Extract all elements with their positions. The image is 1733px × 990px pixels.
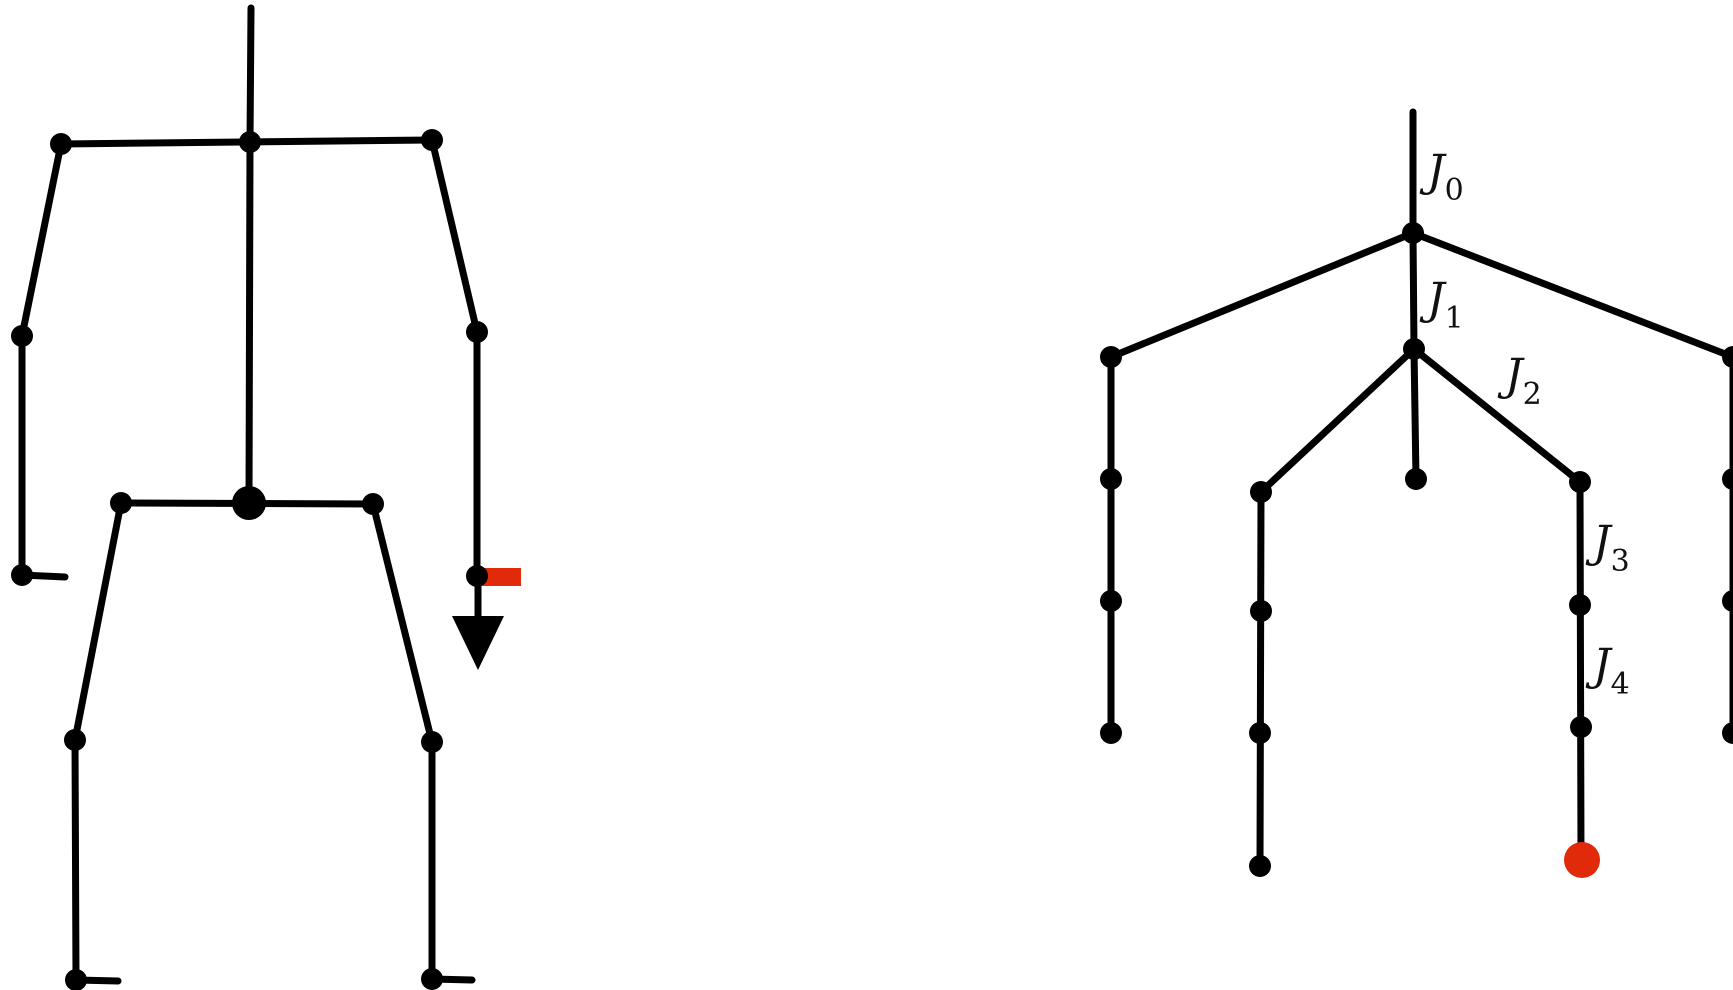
left-leg-upper <box>71 499 125 744</box>
joint-middle-left-3 <box>1249 722 1271 744</box>
right-tree: J0 J1 J2 J3 J4 <box>1100 108 1733 878</box>
joint-far-right-4 <box>1722 722 1733 744</box>
joint-far-left-4 <box>1100 722 1122 744</box>
joint-j1 <box>1403 338 1425 360</box>
joint-j4-end <box>1570 716 1592 738</box>
highlight-end-effector <box>1564 842 1600 878</box>
joint-far-left-3 <box>1100 590 1122 612</box>
label-j4: J4 <box>1585 640 1630 702</box>
joint-right-knee <box>421 731 443 753</box>
joint-far-right-3 <box>1722 590 1733 612</box>
joint-j3-node <box>1569 471 1591 493</box>
right-arm-upper <box>428 136 481 336</box>
joint-left-shoulder <box>50 133 72 155</box>
chain-middle-left <box>1256 488 1265 870</box>
arrow-down-icon <box>452 616 504 670</box>
joint-right-hip <box>362 493 384 515</box>
joint-middle-left-4 <box>1249 855 1271 877</box>
tree-branch-right <box>1409 229 1733 361</box>
joint-left-elbow <box>11 325 33 347</box>
joint-left-hip <box>110 492 132 514</box>
left-leg-lower <box>71 736 80 984</box>
tree-trunk-j1 <box>1409 229 1418 353</box>
label-j2: J2 <box>1497 350 1542 412</box>
joint-far-right-2 <box>1722 468 1733 490</box>
tree-branch-left <box>1107 229 1417 361</box>
joint-right-ankle <box>421 968 443 990</box>
chain-j3-j4 <box>1576 478 1585 864</box>
highlight-marker <box>482 568 521 586</box>
joint-pelvis <box>232 486 266 520</box>
right-leg-upper <box>369 500 436 746</box>
left-spine-top <box>246 4 255 146</box>
label-j0: J0 <box>1419 146 1464 208</box>
joint-right-shoulder <box>421 129 443 151</box>
joint-far-left-1 <box>1100 346 1122 368</box>
joint-far-left-2 <box>1100 468 1122 490</box>
joint-left-ankle <box>65 969 87 990</box>
left-skeleton <box>11 4 521 990</box>
joint-right-wrist <box>466 565 488 587</box>
joint-far-right-1 <box>1722 346 1733 368</box>
joint-root <box>1402 222 1424 244</box>
joint-center-tip <box>1405 468 1427 490</box>
label-j1: J1 <box>1419 274 1464 336</box>
joint-left-knee <box>64 729 86 751</box>
joint-middle-left-1 <box>1250 481 1272 503</box>
tree-branch-j2 <box>1410 345 1584 486</box>
left-arm-upper <box>18 140 65 340</box>
left-spine <box>245 138 254 507</box>
joint-left-wrist <box>11 564 33 586</box>
tree-branch-center <box>1410 345 1420 483</box>
tree-branch-middle-left <box>1257 345 1418 496</box>
joint-neck <box>239 131 261 153</box>
joint-j4-node <box>1569 594 1591 616</box>
joint-right-elbow <box>466 321 488 343</box>
label-j3: J3 <box>1585 517 1630 579</box>
joint-middle-left-2 <box>1250 600 1272 622</box>
